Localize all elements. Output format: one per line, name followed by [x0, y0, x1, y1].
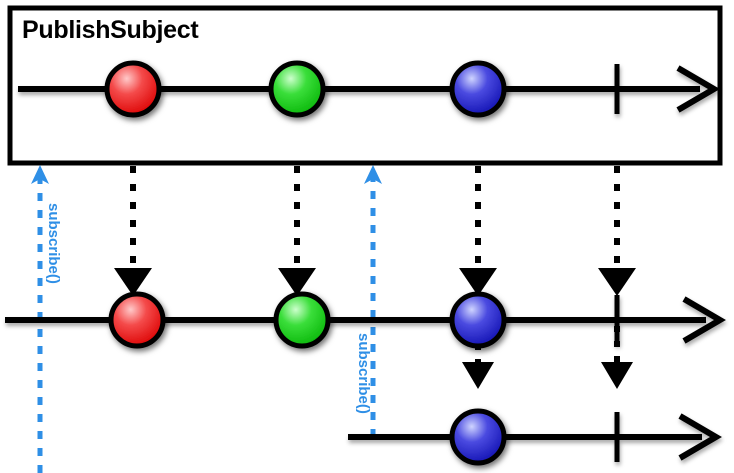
- emission-arrow-red-to-sub1-head: [114, 268, 152, 296]
- marble-green-source: [268, 60, 326, 118]
- emission-arrow-red-to-sub1: [114, 166, 152, 296]
- emission-arrow-complete-to-sub1: [598, 166, 636, 296]
- marble-red-sub1: [108, 291, 166, 349]
- subscriber-2-marbles: [449, 408, 507, 466]
- emission-arrow-green-to-sub1: [278, 166, 316, 296]
- subscribe-label-1: subscribe(): [45, 203, 62, 284]
- subscribe-arrow-2-head: [364, 165, 382, 184]
- subscriber-1-marbles: [108, 291, 507, 349]
- marble-blue-source: [449, 60, 507, 118]
- emission-arrow-blue-to-sub2-head: [462, 362, 494, 389]
- marble-blue-sub2: [449, 408, 507, 466]
- emission-arrow-blue-to-sub1-head: [459, 268, 497, 296]
- emission-arrow-blue-to-sub1: [459, 166, 497, 296]
- subscriber-2-timeline-arrowhead: [678, 413, 722, 461]
- marble-blue-sub1: [449, 291, 507, 349]
- subscribe-arrow-2: [364, 165, 382, 437]
- subscribe-label-2: subscribe(): [355, 333, 372, 414]
- emission-arrow-blue-to-sub2: [462, 344, 494, 389]
- subscribe-arrow-1: [31, 165, 49, 473]
- marble-red-source: [104, 60, 162, 118]
- source-marbles: [104, 60, 507, 118]
- emission-arrow-green-to-sub1-head: [278, 268, 316, 296]
- source-timeline-arrowhead: [676, 65, 720, 113]
- subscriber-2-timeline: [348, 412, 722, 462]
- emission-arrow-complete-to-sub2-head: [601, 362, 633, 389]
- page-title: PublishSubject: [22, 16, 199, 44]
- emission-arrow-complete-to-sub1-head: [598, 268, 636, 296]
- subscriber-1-timeline-arrowhead: [682, 296, 726, 344]
- subscribe-arrow-1-head: [31, 165, 49, 184]
- marble-green-sub1: [273, 291, 331, 349]
